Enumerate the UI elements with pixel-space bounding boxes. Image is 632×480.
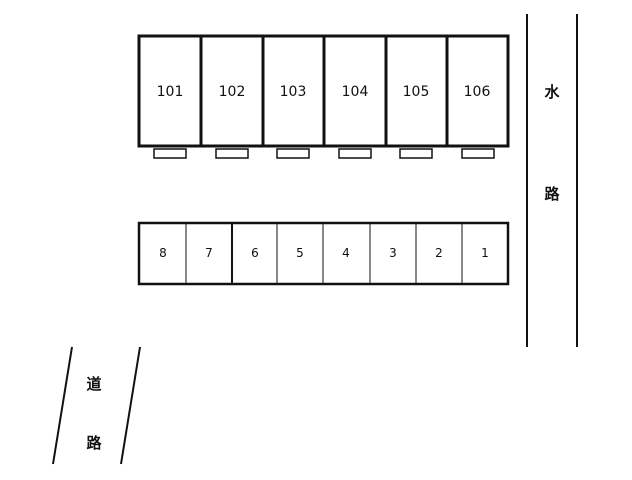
balcony [399,148,433,159]
unit-label: 105 [403,84,430,100]
road-label-char: 路 [86,434,102,452]
balcony [215,148,249,159]
parking-space-label: 8 [159,246,167,260]
unit-outline [445,34,510,148]
unit-105: 105 [384,34,449,159]
parking-space-label: 3 [389,246,397,260]
unit-label: 102 [219,84,246,100]
waterway-label-char: 水 [544,83,560,101]
parking-space-label: 6 [251,246,259,260]
road-label-char: 道 [86,375,101,393]
road-edge-right [120,346,141,465]
parking-space-label: 1 [481,246,489,260]
unit-outline [199,34,265,148]
unit-label: 103 [280,84,307,100]
balcony [153,148,187,159]
waterway: 水 路 [526,14,578,347]
unit-103: 103 [261,34,326,159]
parking-space-label: 2 [435,246,443,260]
unit-label: 104 [342,84,369,100]
parking-lot: 8 7 6 5 4 3 2 1 [137,221,510,286]
road-edge-left [52,346,73,465]
unit-102: 102 [199,34,265,159]
unit-outline [261,34,326,148]
waterway-label-char: 路 [544,185,560,203]
unit-101: 101 [137,34,203,159]
unit-outline [137,34,203,148]
road: 道 路 [52,346,141,465]
unit-label: 106 [464,84,491,100]
apartment-building: 101 102 103 104 105 106 [137,34,510,159]
parking-space-label: 7 [205,246,213,260]
unit-label: 101 [157,84,184,100]
balcony [338,148,372,159]
balcony [461,148,495,159]
unit-outline [384,34,449,148]
unit-104: 104 [322,34,388,159]
parking-space-label: 5 [296,246,304,260]
parking-space-label: 4 [342,246,350,260]
balcony [276,148,310,159]
unit-106: 106 [445,34,510,159]
